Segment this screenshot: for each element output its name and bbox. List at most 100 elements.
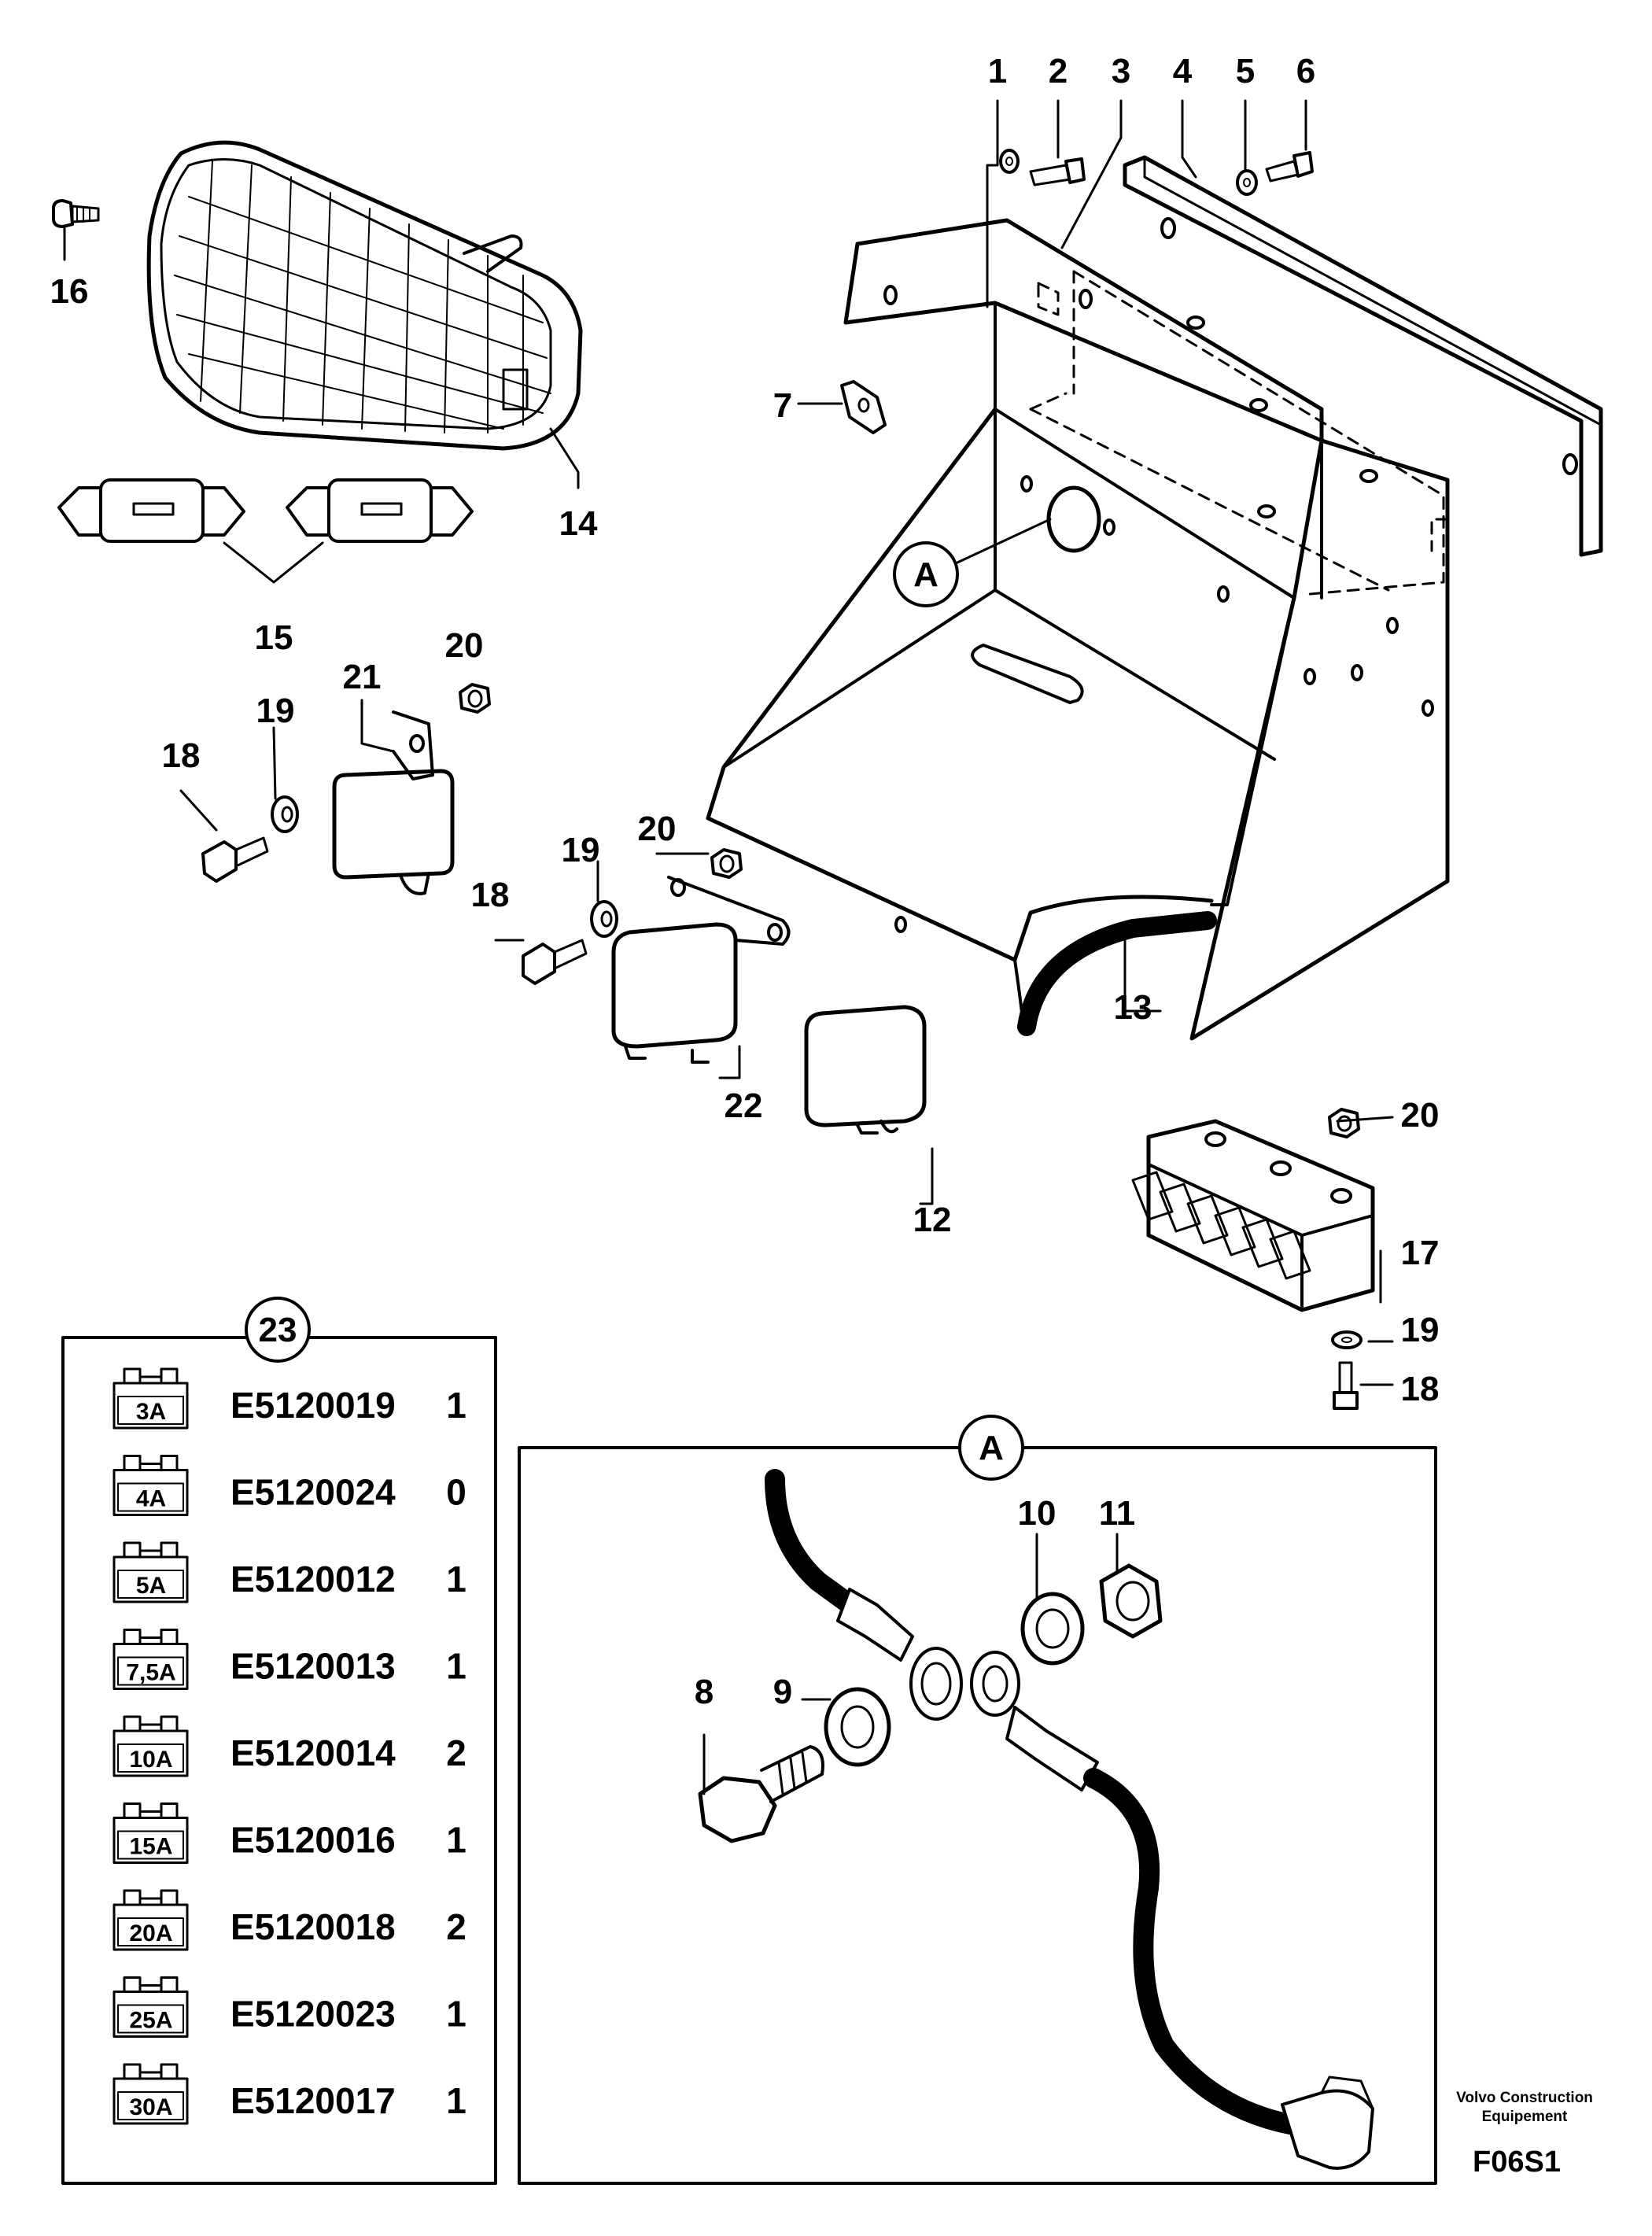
- fuse-icon-body: [117, 1917, 184, 1946]
- rail-4: [1123, 155, 1603, 557]
- fuse-part-number: E5120024: [230, 1472, 396, 1513]
- fuse-quantity: 1: [446, 1559, 466, 1600]
- callout-19b: 19: [562, 831, 600, 869]
- washer-19b: [590, 900, 618, 938]
- nut-20a: [459, 683, 491, 714]
- callout-3: 3: [1112, 52, 1130, 90]
- bulb-right: [286, 478, 474, 543]
- fuse-rating: 3A: [136, 1399, 166, 1425]
- detail-cable-lower: [970, 1651, 1374, 2170]
- callout-15: 15: [255, 618, 293, 657]
- callout-2: 2: [1049, 52, 1068, 90]
- callout-8: 8: [695, 1673, 714, 1711]
- nut-20c: [1328, 1108, 1360, 1138]
- fuse-part-number: E5120013: [230, 1646, 396, 1687]
- fuse-part-number: E5120017: [230, 2080, 396, 2121]
- callout-19c: 19: [1401, 1311, 1440, 1349]
- callout-20b: 20: [638, 810, 677, 848]
- fuse-rating: 10A: [129, 1747, 172, 1773]
- fuse-part-number: E5120023: [230, 1994, 396, 2035]
- callout-22: 22: [725, 1087, 763, 1125]
- relay-21: [332, 710, 455, 895]
- fuse-icon-body: [117, 1396, 184, 1425]
- fuse-part-number: E5120014: [230, 1732, 396, 1773]
- callout-10: 10: [1018, 1494, 1056, 1533]
- brand-line-2: Equipement: [1482, 2109, 1568, 2125]
- callout-18c: 18: [1401, 1370, 1440, 1408]
- fuse-box-17: [1131, 1119, 1375, 1312]
- fuse-icon: [112, 1367, 189, 1430]
- callout-5: 5: [1236, 52, 1255, 90]
- fuse-icon-body: [117, 1656, 184, 1686]
- relay-12: [804, 1005, 927, 1135]
- leader-14: [549, 427, 580, 489]
- callout-20a: 20: [445, 626, 484, 665]
- fuse-part-number: E5120012: [230, 1559, 396, 1600]
- callout-4: 4: [1173, 52, 1193, 90]
- fuse-row: 25A E5120023 1: [112, 1976, 466, 2038]
- leader-lines: [179, 99, 1394, 1795]
- fuse-icon: [112, 1715, 189, 1777]
- detail-washer-10: [1020, 1592, 1085, 1666]
- callout-21: 21: [343, 658, 382, 696]
- washer-19a: [271, 795, 299, 833]
- callout-17: 17: [1401, 1234, 1440, 1272]
- leader-15: [223, 541, 324, 584]
- bolt-18b: [522, 939, 588, 985]
- fuse-icon: [112, 1629, 189, 1690]
- fuse-icon-body: [117, 2091, 184, 2120]
- fuse-rating: 20A: [129, 1921, 172, 1946]
- bolt-18c: [1333, 1361, 1359, 1410]
- bolt-2: [1029, 157, 1086, 186]
- figure-code: F06S1: [1473, 2146, 1561, 2179]
- fuse-icon: [112, 1541, 189, 1603]
- callout-20c: 20: [1401, 1096, 1440, 1135]
- callout-18a: 18: [162, 736, 201, 775]
- callout-16: 16: [50, 272, 89, 311]
- fuse-icon-body: [117, 2004, 184, 2034]
- nut-20b: [710, 848, 743, 879]
- mounting-panel: [706, 218, 1450, 1041]
- detail-cable-upper: [765, 1469, 963, 1721]
- work-lamp: [146, 140, 583, 451]
- fuse-row: 20A E5120018 2: [112, 1889, 466, 1951]
- fuse-icon: [112, 2063, 189, 2125]
- callout-13: 13: [1114, 988, 1152, 1027]
- relay-22: [611, 876, 791, 1064]
- callout-9: 9: [773, 1673, 792, 1711]
- callout-14: 14: [559, 504, 598, 543]
- detail-marker-circle: [893, 541, 959, 607]
- fuse-quantity: 1: [446, 1994, 466, 2035]
- cable-13: [1017, 911, 1217, 1036]
- screw-16: [52, 199, 100, 261]
- fuse-part-number: E5120019: [230, 1385, 396, 1426]
- fuse-rating: 30A: [129, 2094, 172, 2120]
- detail-nut-11: [1099, 1563, 1163, 1639]
- fuse-table-marker-label: 23: [259, 1311, 297, 1349]
- fuse-rating: 25A: [129, 2008, 172, 2034]
- fuse-table-marker-circle: [245, 1297, 311, 1363]
- fuse-icon: [112, 1889, 189, 1951]
- fuse-part-number: E5120016: [230, 1820, 396, 1861]
- fuse-quantity: 2: [446, 1906, 466, 1947]
- callout-6: 6: [1296, 52, 1315, 90]
- callout-7: 7: [773, 386, 792, 425]
- fuse-part-number: E5120018: [230, 1906, 396, 1947]
- fuse-quantity: 1: [446, 1646, 466, 1687]
- fuse-icon-body: [117, 1482, 184, 1512]
- fuse-icon-body: [117, 1570, 184, 1599]
- fuse-rating: 5A: [136, 1573, 166, 1599]
- fuse-quantity: 0: [446, 1472, 466, 1513]
- callout-18b: 18: [471, 876, 510, 914]
- detail-panel-marker-circle: [958, 1415, 1024, 1481]
- callout-19a: 19: [256, 692, 295, 730]
- fuse-icon-body: [117, 1743, 184, 1773]
- fuse-icon: [112, 1455, 189, 1516]
- fuse-rating: 7,5A: [126, 1660, 175, 1686]
